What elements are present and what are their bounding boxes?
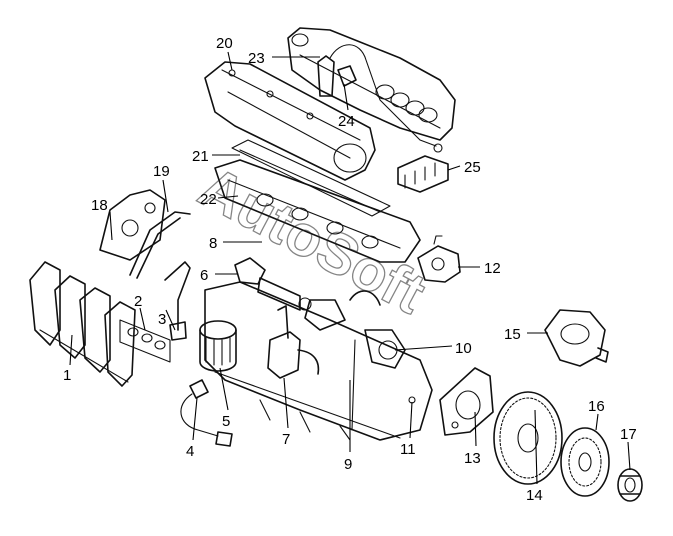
callout-6: 6 xyxy=(200,267,208,284)
callout-17: 17 xyxy=(620,426,637,443)
clutch-disc xyxy=(560,427,610,497)
callout-leaders xyxy=(69,51,631,485)
callout-1: 1 xyxy=(63,367,71,384)
callout-19: 19 xyxy=(153,163,170,180)
water-pump xyxy=(544,309,609,367)
callout-25: 25 xyxy=(464,159,481,176)
callout-24: 24 xyxy=(338,113,355,130)
callout-13: 13 xyxy=(464,450,481,467)
callout-18: 18 xyxy=(91,197,108,214)
temperature-sensor xyxy=(180,379,233,447)
exhaust-manifold xyxy=(29,261,136,387)
oil-pump xyxy=(267,305,320,379)
small-bracket xyxy=(164,261,191,341)
valve-cover xyxy=(204,61,376,181)
engine-mount xyxy=(439,367,494,436)
valve-cover-gasket xyxy=(231,139,391,217)
callout-20: 20 xyxy=(216,35,233,52)
callout-21: 21 xyxy=(192,148,209,165)
callout-15: 15 xyxy=(504,326,521,343)
thermostat-housing xyxy=(417,235,461,283)
callout-8: 8 xyxy=(209,235,217,252)
cylinder-head xyxy=(214,159,421,263)
callout-3: 3 xyxy=(158,311,166,328)
callout-9: 9 xyxy=(344,456,352,473)
oil-filter xyxy=(199,320,237,372)
ignition-module xyxy=(397,155,449,193)
callout-5: 5 xyxy=(222,413,230,430)
callout-16: 16 xyxy=(588,398,605,415)
flywheel xyxy=(493,391,563,485)
callout-22: 22 xyxy=(200,191,217,208)
callout-7: 7 xyxy=(282,431,290,448)
callout-4: 4 xyxy=(186,443,194,460)
callout-10: 10 xyxy=(455,340,472,357)
timing-bracket xyxy=(99,189,191,279)
callout-labels: 1 2 3 4 5 6 7 8 9 10 11 12 13 14 15 16 1… xyxy=(63,35,637,504)
callout-11: 11 xyxy=(400,441,416,458)
sensor-with-wire xyxy=(317,44,443,153)
callout-2: 2 xyxy=(134,293,142,310)
manifold-gasket xyxy=(119,319,171,363)
cylinder-head-rear xyxy=(287,27,456,141)
release-bearing xyxy=(617,468,643,502)
callout-12: 12 xyxy=(484,260,501,277)
callout-14: 14 xyxy=(526,487,543,504)
crankshaft xyxy=(234,257,406,369)
callout-23: 23 xyxy=(248,50,265,67)
